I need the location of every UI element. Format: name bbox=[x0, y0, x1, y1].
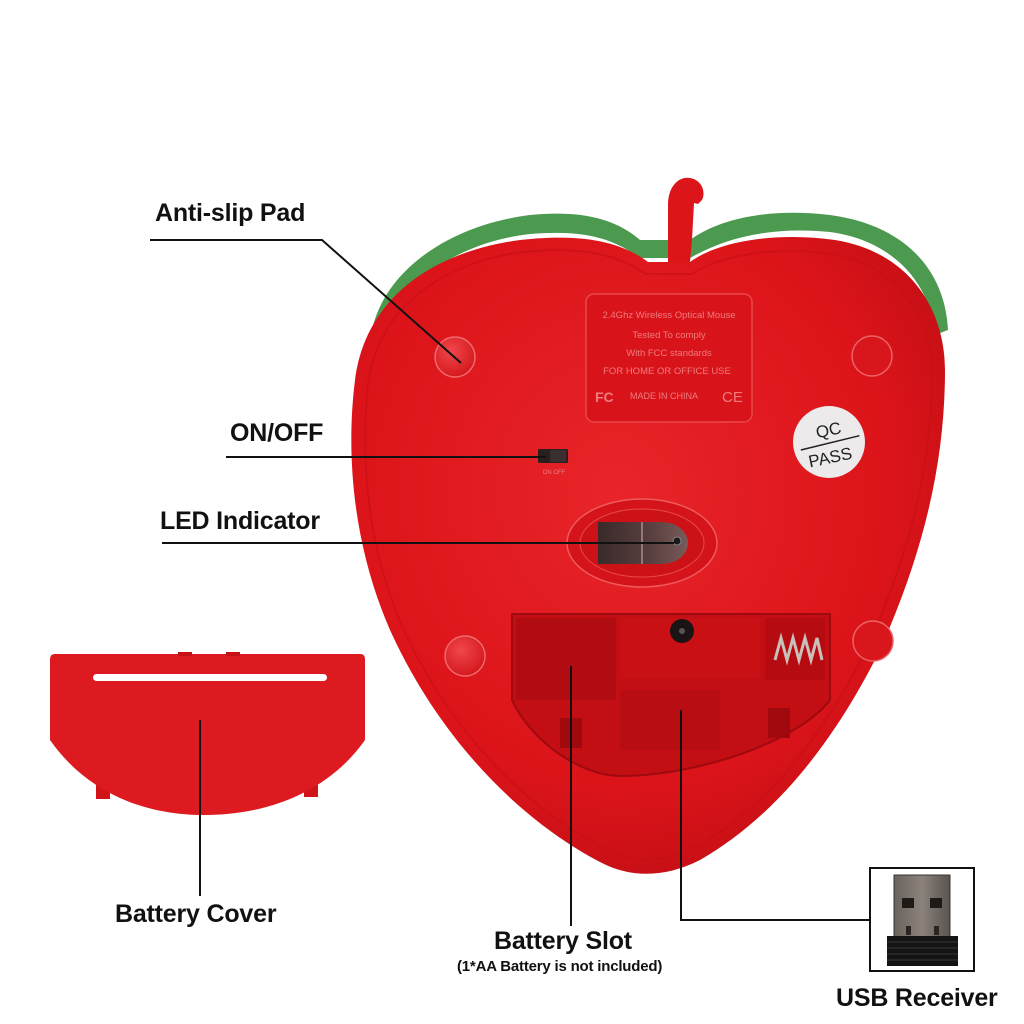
battery-spring bbox=[765, 618, 825, 680]
plate-line-1: 2.4Ghz Wireless Optical Mouse bbox=[602, 310, 735, 321]
qc-text: QC bbox=[814, 418, 843, 442]
apple-stem bbox=[668, 177, 704, 262]
plate-line-2: Tested To comply bbox=[632, 330, 705, 341]
plate-line-4: FOR HOME OR OFFICE USE bbox=[603, 366, 731, 377]
callout-led-indicator: LED Indicator bbox=[160, 507, 320, 535]
callout-usb-receiver: USB Receiver bbox=[836, 984, 998, 1012]
usb-receiver-image bbox=[869, 867, 975, 972]
anti-slip-pad-bottom-left bbox=[444, 635, 486, 677]
embossed-plate: 2.4Ghz Wireless Optical Mouse Tested To … bbox=[585, 293, 753, 423]
plate-line-3: With FCC standards bbox=[626, 348, 712, 359]
callout-battery-note: (1*AA Battery is not included) bbox=[457, 958, 663, 975]
callout-battery-cover: Battery Cover bbox=[115, 900, 277, 928]
callout-anti-slip-pad: Anti-slip Pad bbox=[155, 199, 306, 227]
anti-slip-pad-bottom-right bbox=[852, 620, 894, 662]
leader-anti-slip-pad bbox=[150, 239, 462, 364]
anti-slip-pads bbox=[434, 335, 894, 677]
qc-pass-sticker: QC PASS bbox=[793, 406, 865, 478]
callout-battery-slot: Battery Slot bbox=[494, 927, 632, 955]
power-switch: ON OFF bbox=[538, 449, 568, 476]
switch-marking: ON OFF bbox=[543, 470, 566, 476]
fcc-mark: FC bbox=[595, 389, 614, 405]
led-indicator bbox=[672, 536, 682, 546]
ce-mark: CE bbox=[722, 389, 743, 406]
leader-usb-receiver bbox=[680, 710, 870, 921]
made-in-label: MADE IN CHINA bbox=[630, 391, 698, 401]
callout-on-off: ON/OFF bbox=[230, 419, 324, 447]
battery-compartment bbox=[511, 613, 831, 778]
battery-cover bbox=[50, 652, 365, 815]
leader-lines bbox=[150, 239, 870, 926]
anti-slip-pad-top-right bbox=[851, 335, 893, 377]
cover-slot bbox=[93, 674, 327, 681]
